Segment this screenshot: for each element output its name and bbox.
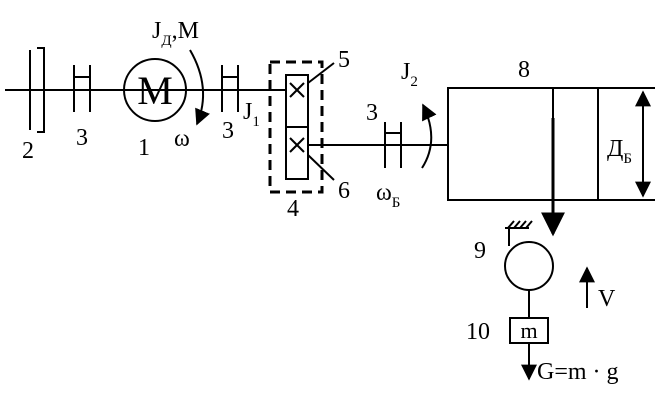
label-8: 8 [518, 57, 530, 83]
motor-params-label: JД,M [152, 18, 199, 49]
drum [447, 87, 599, 201]
velocity-label: V [598, 286, 616, 312]
motor: M [123, 58, 187, 122]
leader-6 [307, 154, 335, 181]
label-5: 5 [338, 47, 350, 73]
mass-label: m [520, 318, 537, 343]
label-4: 4 [287, 196, 299, 222]
load: m [509, 317, 549, 381]
label-3-left: 3 [76, 125, 88, 151]
coupling-left [73, 65, 91, 112]
j1-label: J1 [243, 99, 260, 130]
pulley [504, 220, 554, 318]
gear-lower [289, 137, 305, 153]
drum-diameter-dimension [598, 87, 655, 201]
brake [29, 47, 45, 133]
output-rotation-arrow [421, 103, 437, 169]
gear-upper [289, 82, 305, 98]
coupling-middle [221, 65, 239, 112]
motor-rotation-arrow [189, 49, 210, 126]
label-3-middle: 3 [222, 118, 234, 144]
label-3-right: 3 [366, 100, 378, 126]
label-9: 9 [474, 238, 486, 264]
omega-b-label: ωБ [376, 180, 400, 211]
gravity-label: G=m · g [537, 359, 619, 385]
j2-label: J2 [401, 59, 418, 90]
coupling-right [384, 122, 402, 168]
omega-label: ω [174, 126, 190, 152]
drum-diameter-label: ДБ [607, 136, 632, 167]
label-10: 10 [466, 319, 490, 345]
label-2: 2 [22, 138, 34, 164]
leader-5 [307, 62, 335, 84]
label-1: 1 [138, 135, 150, 161]
gearbox [268, 60, 335, 194]
label-6: 6 [338, 178, 350, 204]
motor-letter: M [137, 68, 173, 113]
